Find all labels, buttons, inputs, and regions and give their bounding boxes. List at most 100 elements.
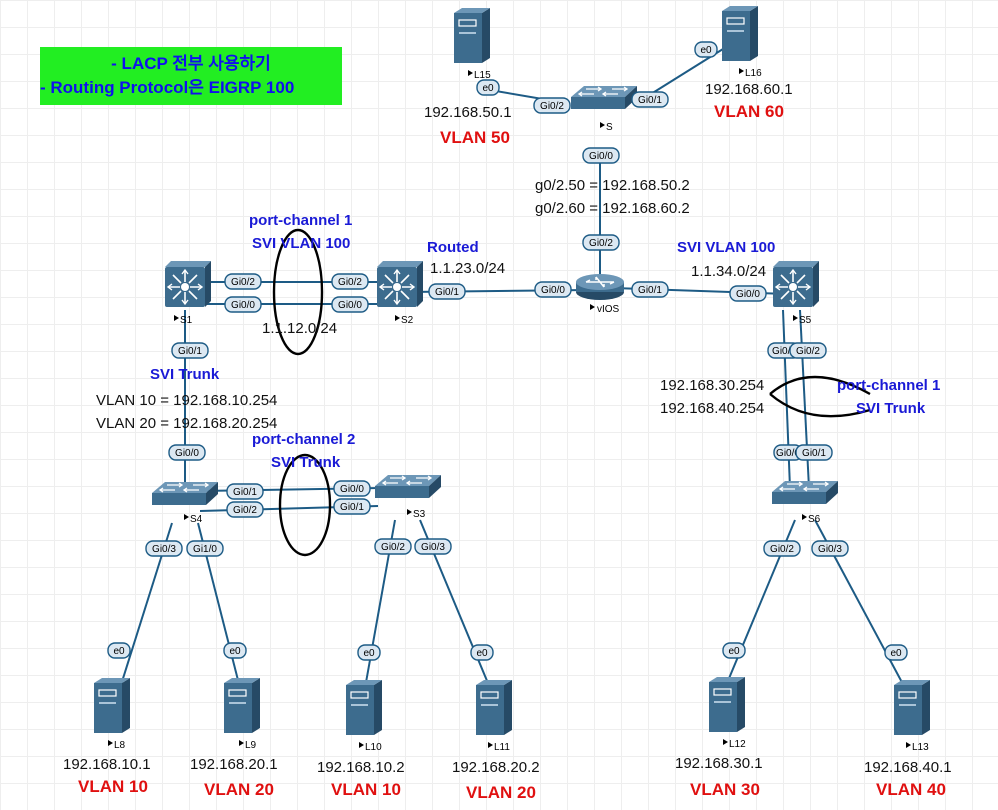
port-l8-e0[interactable]: e0 xyxy=(107,642,131,659)
port-channel-1-right-ring-bottom xyxy=(769,393,871,418)
svg-text:e0: e0 xyxy=(482,83,494,94)
svg-text:Gi0/1: Gi0/1 xyxy=(638,285,662,296)
device-l13[interactable] xyxy=(893,679,931,736)
port-l9-e0[interactable]: e0 xyxy=(223,642,247,659)
name-l13: L13 xyxy=(912,742,929,753)
port-s-gi01[interactable]: Gi0/1 xyxy=(631,91,669,108)
port-l13-e0[interactable]: e0 xyxy=(884,644,908,661)
svg-text:Gi0/0: Gi0/0 xyxy=(589,151,613,162)
port-s3-gi03[interactable]: Gi0/3 xyxy=(414,538,452,555)
vlan-l10: VLAN 10 xyxy=(331,780,401,799)
device-l9[interactable] xyxy=(223,677,261,734)
svg-text:Gi0/1: Gi0/1 xyxy=(340,502,364,513)
port-s3-gi00[interactable]: Gi0/0 xyxy=(333,480,371,497)
device-s4[interactable] xyxy=(151,481,219,506)
name-l16: L16 xyxy=(745,68,762,79)
vlan-l13: VLAN 40 xyxy=(876,780,946,799)
svg-text:Gi0/0: Gi0/0 xyxy=(338,300,362,311)
device-s[interactable] xyxy=(570,85,638,110)
port-s3-gi01[interactable]: Gi0/1 xyxy=(333,498,371,515)
port-s6-gi01[interactable]: Gi0/1 xyxy=(795,444,833,461)
pc1-subtitle: SVI VLAN 100 xyxy=(252,235,350,252)
port-s4-gi00[interactable]: Gi0/0 xyxy=(168,444,206,461)
svg-text:Gi0/0: Gi0/0 xyxy=(776,448,800,459)
svg-text:Gi0/2: Gi0/2 xyxy=(796,346,820,357)
port-s6-gi02[interactable]: Gi0/2 xyxy=(763,540,801,557)
port-s4-gi02[interactable]: Gi0/2 xyxy=(226,501,264,518)
port-s5-gi00[interactable]: Gi0/0 xyxy=(729,285,767,302)
port-s2-gi01[interactable]: Gi0/1 xyxy=(428,283,466,300)
port-s6-gi03[interactable]: Gi0/3 xyxy=(811,540,849,557)
svg-text:Gi0/1: Gi0/1 xyxy=(233,487,257,498)
svg-text:Gi0/3: Gi0/3 xyxy=(818,544,842,555)
svg-text:Gi0/0: Gi0/0 xyxy=(541,285,565,296)
port-s-gi00[interactable]: Gi0/0 xyxy=(582,147,620,164)
port-vios-gi00[interactable]: Gi0/0 xyxy=(534,281,572,298)
port-s2-gi00[interactable]: Gi0/0 xyxy=(331,296,369,313)
device-s6[interactable] xyxy=(771,480,839,505)
port-s4-gi03[interactable]: Gi0/3 xyxy=(145,540,183,557)
port-vios-gi01[interactable]: Gi0/1 xyxy=(631,281,669,298)
port-l16-e0[interactable]: e0 xyxy=(694,41,718,58)
svg-text:Gi0/2: Gi0/2 xyxy=(770,544,794,555)
port-s1-gi01[interactable]: Gi0/1 xyxy=(171,342,209,359)
name-s4: S4 xyxy=(190,514,203,525)
ip-l11: 192.168.20.2 xyxy=(452,759,540,776)
device-l16[interactable] xyxy=(721,5,759,62)
svg-text:e0: e0 xyxy=(890,648,902,659)
port-vios-gi02[interactable]: Gi0/2 xyxy=(582,234,620,251)
device-s2[interactable] xyxy=(376,260,424,308)
name-l15: L15 xyxy=(474,70,491,81)
device-l15[interactable] xyxy=(453,7,491,64)
svg-text:Gi0/2: Gi0/2 xyxy=(233,505,257,516)
port-l12-e0[interactable]: e0 xyxy=(722,642,746,659)
svg-text:e0: e0 xyxy=(728,646,740,657)
device-s5[interactable] xyxy=(772,260,820,308)
ip-l9: 192.168.20.1 xyxy=(190,756,278,773)
port-s2-gi02[interactable]: Gi0/2 xyxy=(331,273,369,290)
name-s6: S6 xyxy=(808,514,821,525)
vlan-l12: VLAN 30 xyxy=(690,780,760,799)
port-l11-e0[interactable]: e0 xyxy=(470,644,494,661)
svg-text:Gi0/3: Gi0/3 xyxy=(421,542,445,553)
port-s6-gi00[interactable]: Gi0/0 xyxy=(773,444,803,461)
svg-text:Gi0/1: Gi0/1 xyxy=(802,448,826,459)
port-s4-gi10[interactable]: Gi1/0 xyxy=(186,540,224,557)
port-channel-1-right-ring-top xyxy=(769,375,871,396)
svg-text:Gi0/2: Gi0/2 xyxy=(338,277,362,288)
net-s2-vios: 1.1.23.0/24 xyxy=(430,260,505,277)
name-l11: L11 xyxy=(494,742,510,753)
port-s-gi02[interactable]: Gi0/2 xyxy=(533,97,571,114)
routed-label: Routed xyxy=(427,239,479,256)
device-l12[interactable] xyxy=(708,676,746,733)
name-s1: S1 xyxy=(180,315,193,326)
name-s5: S5 xyxy=(799,315,812,326)
net-vios-s5: 1.1.34.0/24 xyxy=(691,263,766,280)
svg-text:Gi0/2: Gi0/2 xyxy=(589,238,613,249)
device-s1[interactable] xyxy=(164,260,212,308)
device-l11[interactable] xyxy=(475,679,513,736)
name-vios: vIOS xyxy=(597,304,620,315)
svg-text:Gi0/0: Gi0/0 xyxy=(175,448,199,459)
port-s1-gi02[interactable]: Gi0/2 xyxy=(224,273,262,290)
port-l15-e0[interactable]: e0 xyxy=(476,79,500,96)
link-s5-s6-a xyxy=(782,309,791,489)
device-l10[interactable] xyxy=(345,679,383,736)
net-s1-s2: 1.1.12.0/24 xyxy=(262,320,337,337)
ip-l10: 192.168.10.2 xyxy=(317,759,405,776)
vlan-l8: VLAN 10 xyxy=(78,777,148,796)
device-l8[interactable] xyxy=(93,677,131,734)
port-s3-gi02[interactable]: Gi0/2 xyxy=(374,538,412,555)
port-s5-gi02[interactable]: Gi0/2 xyxy=(789,342,827,359)
svg-text:Gi0/1: Gi0/1 xyxy=(435,287,459,298)
svg-text:Gi0/3: Gi0/3 xyxy=(152,544,176,555)
port-s1-gi00[interactable]: Gi0/0 xyxy=(224,296,262,313)
port-s4-gi01[interactable]: Gi0/1 xyxy=(226,483,264,500)
device-s3[interactable] xyxy=(374,474,442,499)
svg-text:Gi0/0: Gi0/0 xyxy=(340,484,364,495)
port-l10-e0[interactable]: e0 xyxy=(357,644,381,661)
gw-vlan40: 192.168.40.254 xyxy=(660,400,764,417)
device-vios[interactable] xyxy=(575,273,625,301)
